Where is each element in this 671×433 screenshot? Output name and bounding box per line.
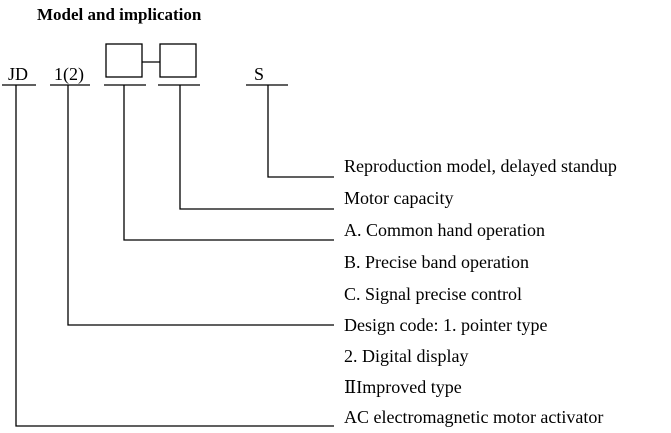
operation-code-box [105, 43, 143, 78]
desc-operation-b: B. Precise band operation [344, 252, 529, 272]
capacity-code-box [159, 43, 197, 78]
leader-motor-capacity [179, 85, 334, 210]
code-design: 1(2) [54, 64, 84, 85]
desc-operation-c: C. Signal precise control [344, 284, 522, 304]
leader-reproduction [267, 85, 334, 178]
desc-improved-type: ⅡImproved type [344, 377, 462, 397]
leader-design-code [67, 85, 334, 326]
leader-operation [123, 85, 334, 241]
desc-design-code-1: Design code: 1. pointer type [344, 315, 547, 335]
code-suffix: S [254, 64, 264, 84]
desc-operation-a: A. Common hand operation [344, 220, 545, 240]
code-prefix: JD [8, 64, 28, 84]
leader-ac-activator [15, 85, 334, 427]
desc-motor-capacity: Motor capacity [344, 188, 453, 208]
desc-reproduction: Reproduction model, delayed standup [344, 156, 617, 176]
desc-design-code-2: 2. Digital display [344, 346, 469, 366]
diagram-title: Model and implication [37, 5, 202, 24]
desc-ac-activator: AC electromagnetic motor activator [344, 407, 603, 427]
